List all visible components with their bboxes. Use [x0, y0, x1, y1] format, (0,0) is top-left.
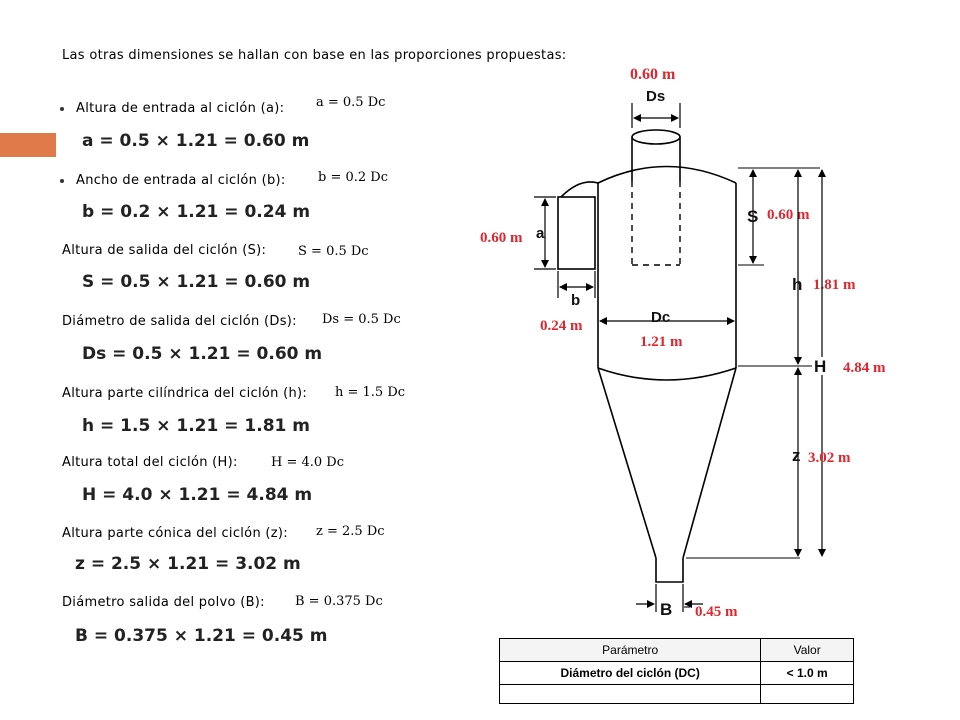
H-value: 4.84 m — [843, 360, 886, 376]
ratio-z: z = 2.5 Dc — [316, 524, 385, 539]
parameter-table: Parámetro Valor Diámetro del ciclón (DC)… — [498, 638, 854, 704]
ratio-b: b = 0.2 Dc — [318, 170, 388, 185]
B-value: 0.45 m — [695, 604, 738, 620]
b-dimension — [557, 271, 596, 298]
table-row-cutoff — [498, 684, 854, 704]
equation-B: B = 0.375 × 1.21 = 0.45 m — [75, 626, 328, 646]
table-cell-empty — [760, 684, 854, 704]
ds-symbol: Ds — [646, 88, 665, 105]
ratio-s: S = 0.5 Dc — [298, 244, 369, 259]
equation-s: S = 0.5 × 1.21 = 0.60 m — [82, 272, 311, 292]
a-dimension — [534, 196, 556, 270]
table-header-valor: Valor — [760, 638, 854, 662]
H-symbol: H — [814, 357, 826, 376]
ds-value: 0.60 m — [630, 66, 676, 83]
H-label-bg — [812, 357, 832, 375]
label-a: Altura de entrada al ciclón (a): — [76, 101, 285, 116]
label-z: Altura parte cónica del ciclón (z): — [62, 526, 288, 541]
table-row: Diámetro del ciclón (DC) < 1.0 m — [498, 661, 854, 685]
label-H: Altura total del ciclón (H): — [62, 455, 238, 470]
equation-a: a = 0.5 × 1.21 = 0.60 m — [82, 131, 310, 151]
z-value: 3.02 m — [808, 450, 851, 466]
B-dimension — [636, 584, 703, 612]
equation-H: H = 4.0 × 1.21 = 4.84 m — [82, 485, 313, 505]
b-value: 0.24 m — [540, 318, 583, 334]
b-symbol: b — [571, 292, 580, 309]
ratio-ds: Ds = 0.5 Dc — [322, 312, 401, 327]
table-header-parametro: Parámetro — [498, 638, 762, 662]
ratio-h: h = 1.5 Dc — [335, 385, 406, 400]
dc-symbol: Dc — [651, 309, 670, 326]
label-B: Diámetro salida del polvo (B): — [62, 595, 265, 610]
B-symbol: B — [660, 600, 672, 619]
a-value: 0.60 m — [480, 230, 523, 246]
table-cell-empty — [498, 684, 762, 704]
table-cell-value: < 1.0 m — [760, 661, 854, 685]
h-symbol: h — [792, 275, 802, 294]
table-cell-parameter: Diámetro del ciclón (DC) — [498, 661, 762, 685]
equation-b: b = 0.2 × 1.21 = 0.24 m — [82, 202, 311, 222]
equation-ds: Ds = 0.5 × 1.21 = 0.60 m — [82, 344, 323, 364]
ratio-B: B = 0.375 Dc — [295, 594, 383, 609]
equation-h: h = 1.5 × 1.21 = 1.81 m — [82, 416, 310, 436]
ratio-a: a = 0.5 Dc — [316, 95, 386, 110]
vortex-finder-hidden — [631, 181, 681, 266]
intro-text: Las otras dimensiones se hallan con base… — [62, 48, 567, 63]
a-symbol: a — [536, 225, 545, 242]
h-value: 1.81 m — [813, 277, 856, 293]
label-h: Altura parte cilíndrica del ciclón (h): — [62, 386, 308, 401]
ratio-H: H = 4.0 Dc — [271, 455, 345, 470]
label-ds: Diámetro de salida del ciclón (Ds): — [62, 314, 297, 329]
right-extension-lines — [684, 167, 830, 608]
table-header-row: Parámetro Valor — [498, 638, 854, 662]
slide-accent-bar — [0, 133, 56, 157]
ds-dimension — [631, 103, 681, 128]
cyclone-body — [557, 129, 737, 583]
label-b: Ancho de entrada al ciclón (b): — [76, 173, 286, 188]
s-symbol: S — [747, 207, 758, 226]
label-s: Altura de salida del ciclón (S): — [62, 243, 267, 258]
z-symbol: z — [792, 446, 801, 465]
equation-z: z = 2.5 × 1.21 = 3.02 m — [75, 554, 301, 574]
s-value: 0.60 m — [767, 207, 810, 223]
bullet-dot — [60, 107, 64, 111]
dc-value: 1.21 m — [640, 334, 683, 350]
bullet-dot — [60, 179, 64, 183]
